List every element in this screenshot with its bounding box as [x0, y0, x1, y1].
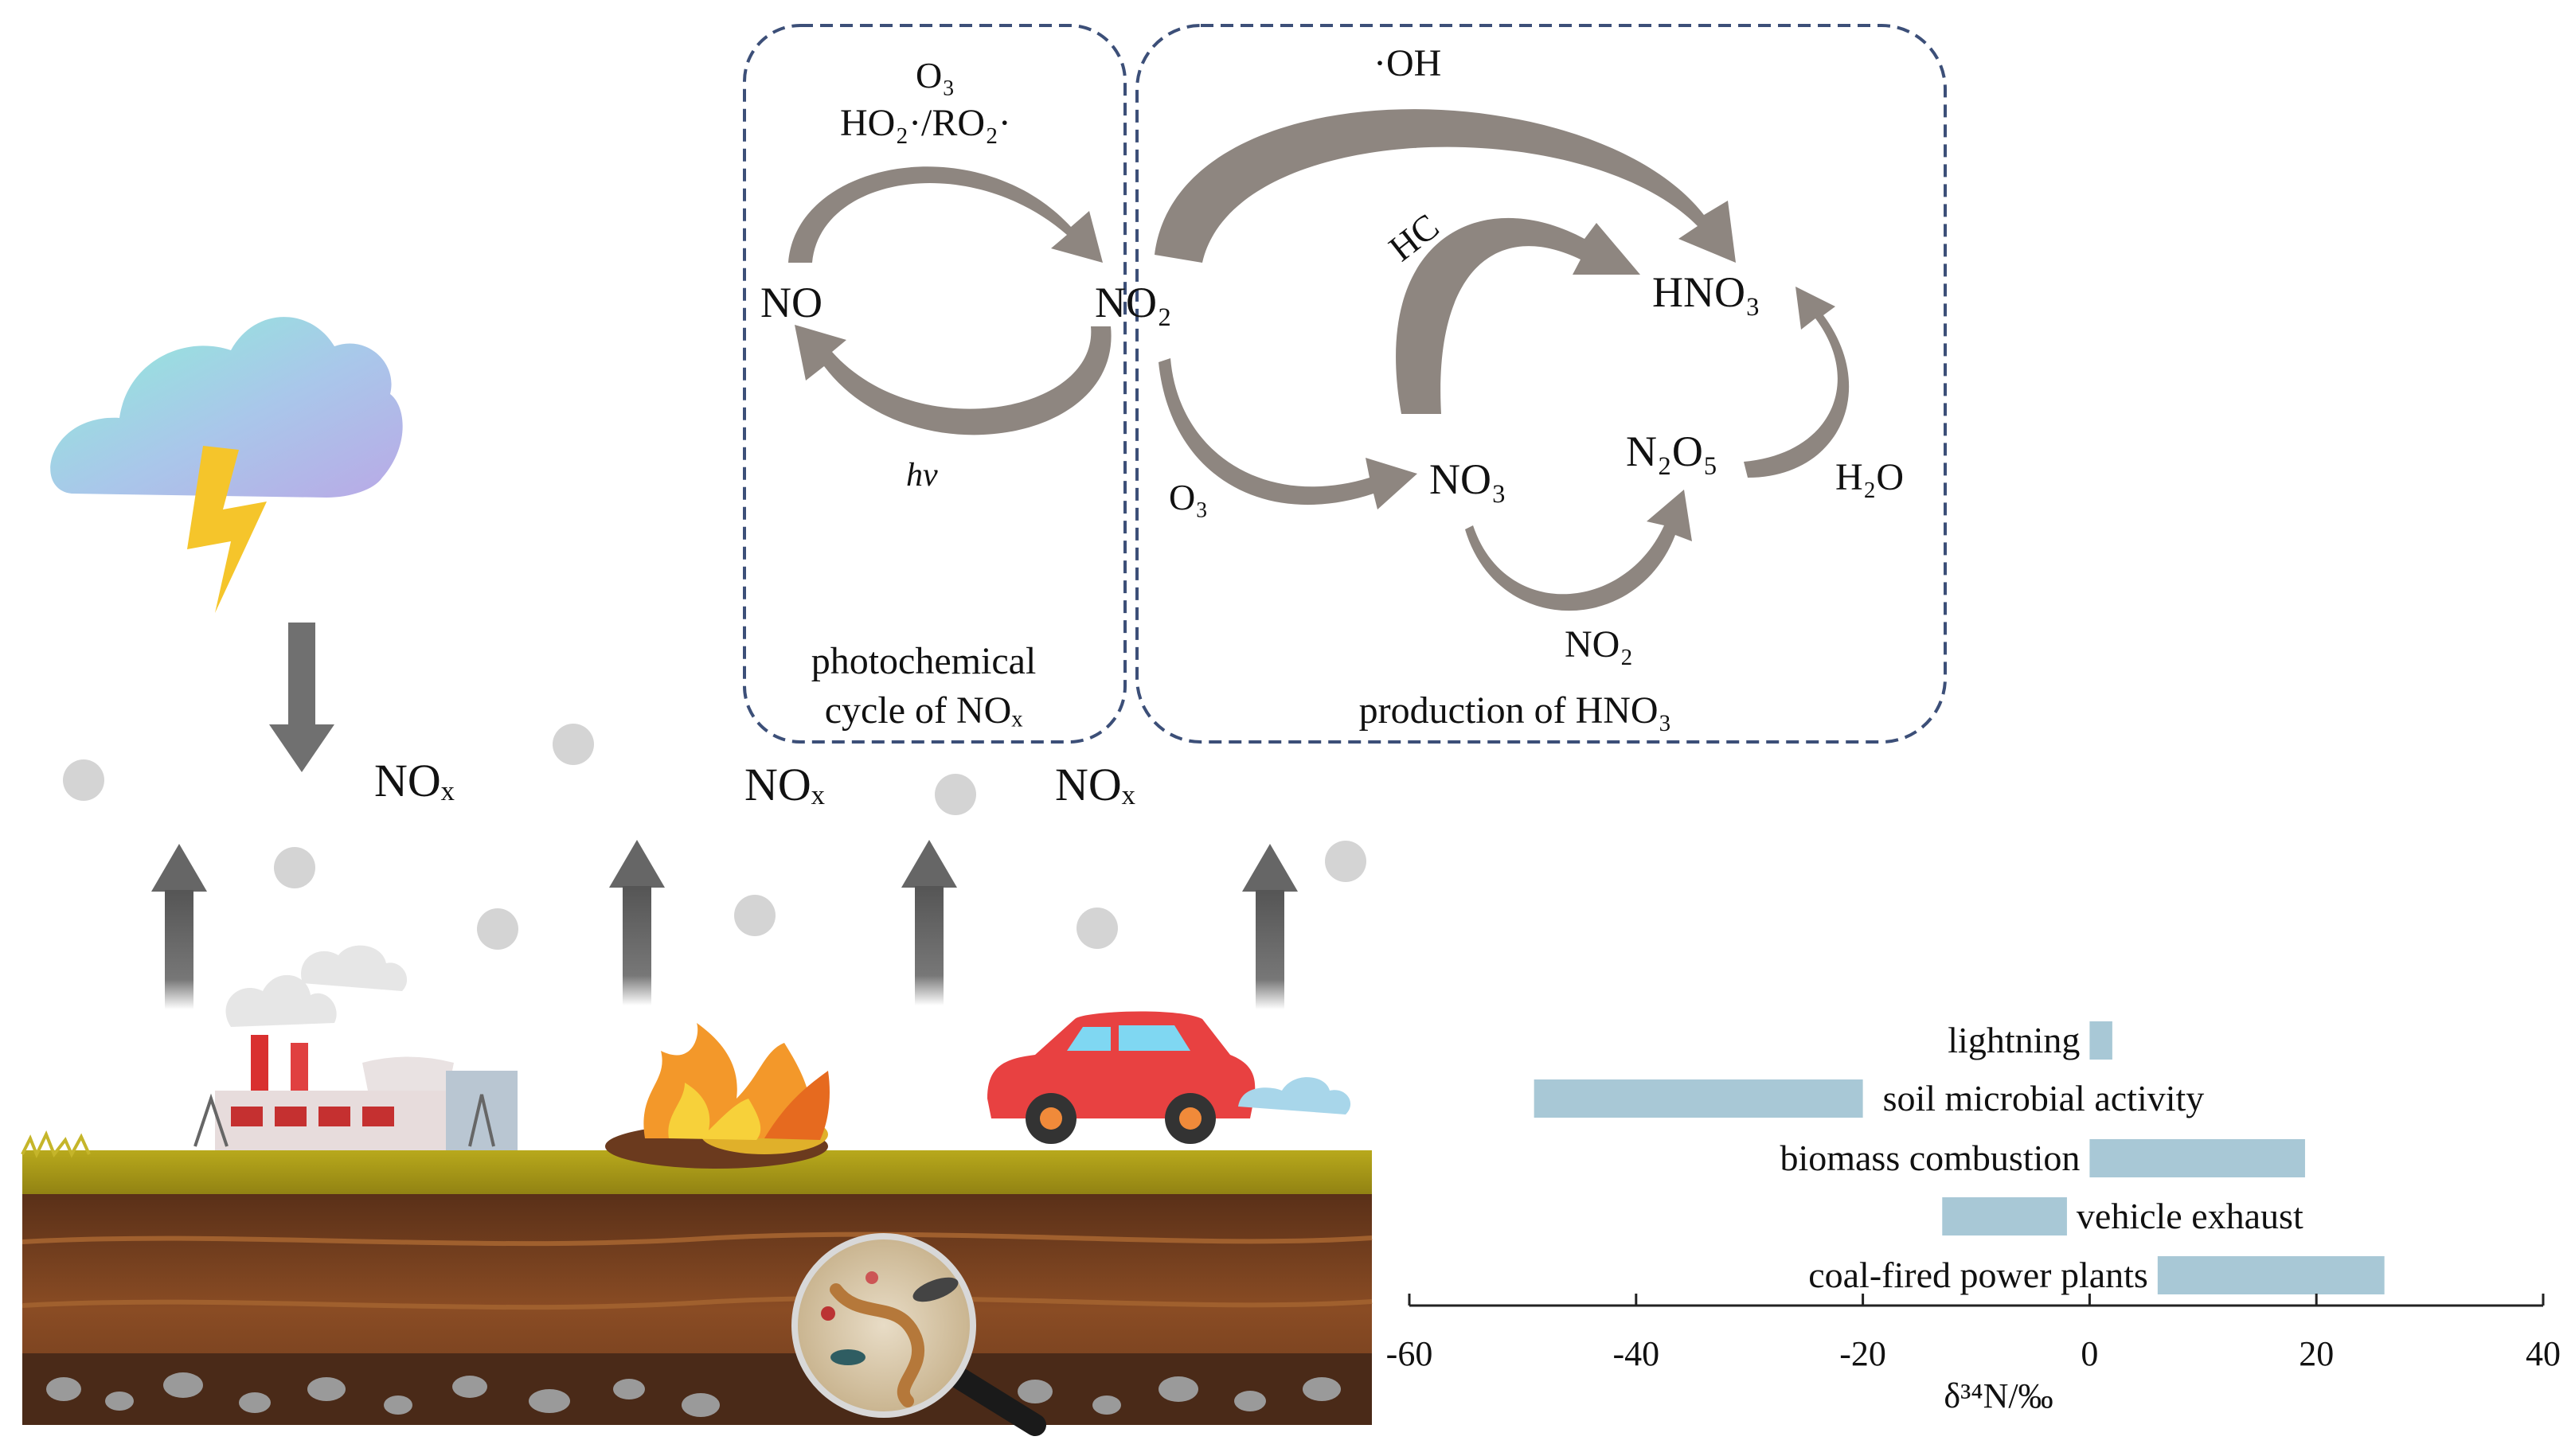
- x-tick-label: 40: [2526, 1334, 2561, 1373]
- range-bar: [2157, 1256, 2385, 1294]
- down-arrow-icon: [269, 623, 334, 772]
- range-bar: [1942, 1197, 2067, 1235]
- soil-cross-section: [21, 1130, 1373, 1425]
- nox-label-3: NOₓ: [1055, 759, 1135, 810]
- hno3-label: HNO₃: [1652, 268, 1760, 316]
- photochem-caption-line1: photochemical: [811, 640, 1037, 682]
- x-tick-label: -20: [1839, 1334, 1886, 1373]
- x-tick-label: 0: [2081, 1334, 2098, 1373]
- no3-label: NO₃: [1429, 455, 1506, 503]
- hno3-production-arrows: [1155, 109, 1850, 611]
- range-bar: [2089, 1139, 2305, 1177]
- no2-bottom-label: NO₂: [1565, 623, 1633, 666]
- chart-category-labels: lightning soil microbial activity biomass …: [1780, 1020, 2303, 1295]
- category-label: coal-fired power plants: [1808, 1255, 2148, 1295]
- magnifier-icon: [791, 1233, 1046, 1436]
- category-label: lightning: [1948, 1020, 2080, 1060]
- up-arrows: [151, 840, 1298, 1009]
- h2o-label: H₂O: [1835, 456, 1904, 498]
- up-arrow-icon: [151, 844, 207, 1009]
- o3-lower-label: O₃: [1169, 477, 1208, 517]
- power-plant-icon: [193, 945, 518, 1150]
- range-bar: [1534, 1079, 1863, 1118]
- photochemical-cycle-box: [743, 24, 1127, 744]
- category-label: soil microbial activity: [1883, 1078, 2205, 1118]
- vehicle-car-icon: [987, 1011, 1351, 1144]
- x-axis-title: δ³⁴N/‰: [1944, 1376, 2053, 1415]
- no-label: NO: [760, 279, 823, 326]
- nox-label-2: NOₓ: [744, 759, 825, 810]
- chart-ticks: -60 -40 -20 0 20 40: [1386, 1294, 2561, 1373]
- ho2-ro2-label: HO₂·/RO₂·: [840, 102, 1011, 144]
- x-tick-label: -60: [1386, 1334, 1433, 1373]
- category-label: biomass combustion: [1780, 1138, 2080, 1178]
- particle-dots: [63, 724, 1366, 950]
- x-tick-label: 20: [2299, 1334, 2334, 1373]
- chart-bars: [1534, 1021, 2385, 1294]
- no2-left-label: NO₂: [1095, 279, 1172, 326]
- range-bar: [2089, 1021, 2112, 1060]
- x-tick-label: -40: [1612, 1334, 1659, 1373]
- photochem-caption-line2: cycle of NOₓ: [825, 689, 1023, 732]
- up-arrow-icon: [609, 840, 665, 1005]
- hno3-production-caption: production of HNO₃: [1359, 689, 1672, 732]
- hv-label: hv: [906, 457, 938, 494]
- biomass-fire-icon: [605, 1023, 830, 1169]
- o3-top-label: O₃: [916, 55, 955, 96]
- category-label: vehicle exhaust: [2077, 1196, 2303, 1236]
- lightning-cloud-icon: [50, 317, 403, 613]
- nox-label-1: NOₓ: [374, 755, 455, 806]
- isotope-range-chart: lightning soil microbial activity biomass …: [1386, 1020, 2561, 1415]
- oh-label: ·OH: [1373, 42, 1441, 84]
- up-arrow-icon: [1242, 844, 1298, 1009]
- up-arrow-icon: [901, 840, 957, 1005]
- photochemical-arrows: [788, 166, 1112, 435]
- n2o5-label: N₂O₅: [1626, 427, 1718, 475]
- hno3-production-box: [1135, 24, 1947, 744]
